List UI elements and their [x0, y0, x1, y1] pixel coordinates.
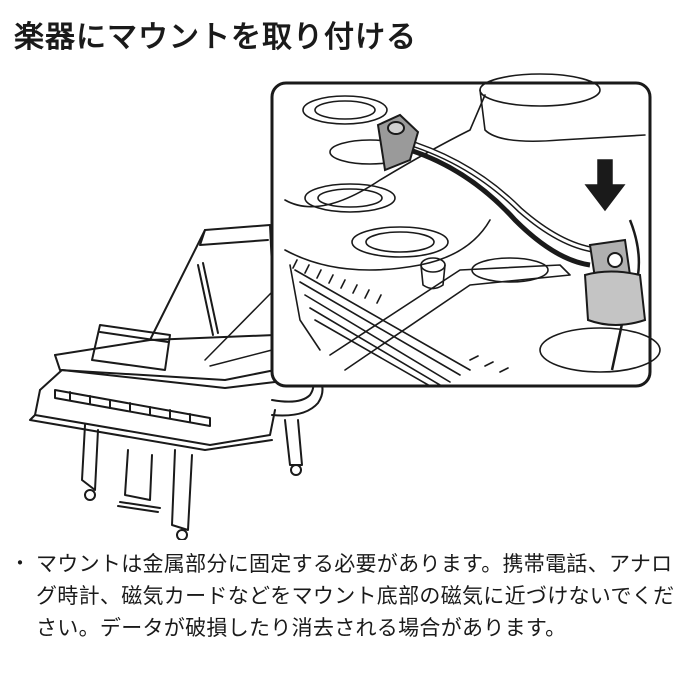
magnetic-mount: [583, 238, 647, 326]
grand-piano-with-microphone-mount-illustration: [29, 73, 661, 540]
microphone-head: [376, 113, 420, 172]
piano-body: [29, 334, 324, 451]
page-title: 楽器にマウントを取り付ける: [14, 20, 417, 55]
note-text: マウントは金属部分に固定する必要があります。携帯電話、アナログ時計、磁気カードな…: [36, 552, 675, 640]
piano-legs: [81, 419, 303, 540]
piano-lid: [149, 224, 276, 341]
caution-note: ・ マウントは金属部分に固定する必要があります。携帯電話、アナログ時計、磁気カー…: [10, 548, 690, 644]
arrow-down-icon: [584, 159, 626, 212]
detail-inset: [270, 73, 661, 388]
bullet-mark: ・: [10, 551, 30, 575]
